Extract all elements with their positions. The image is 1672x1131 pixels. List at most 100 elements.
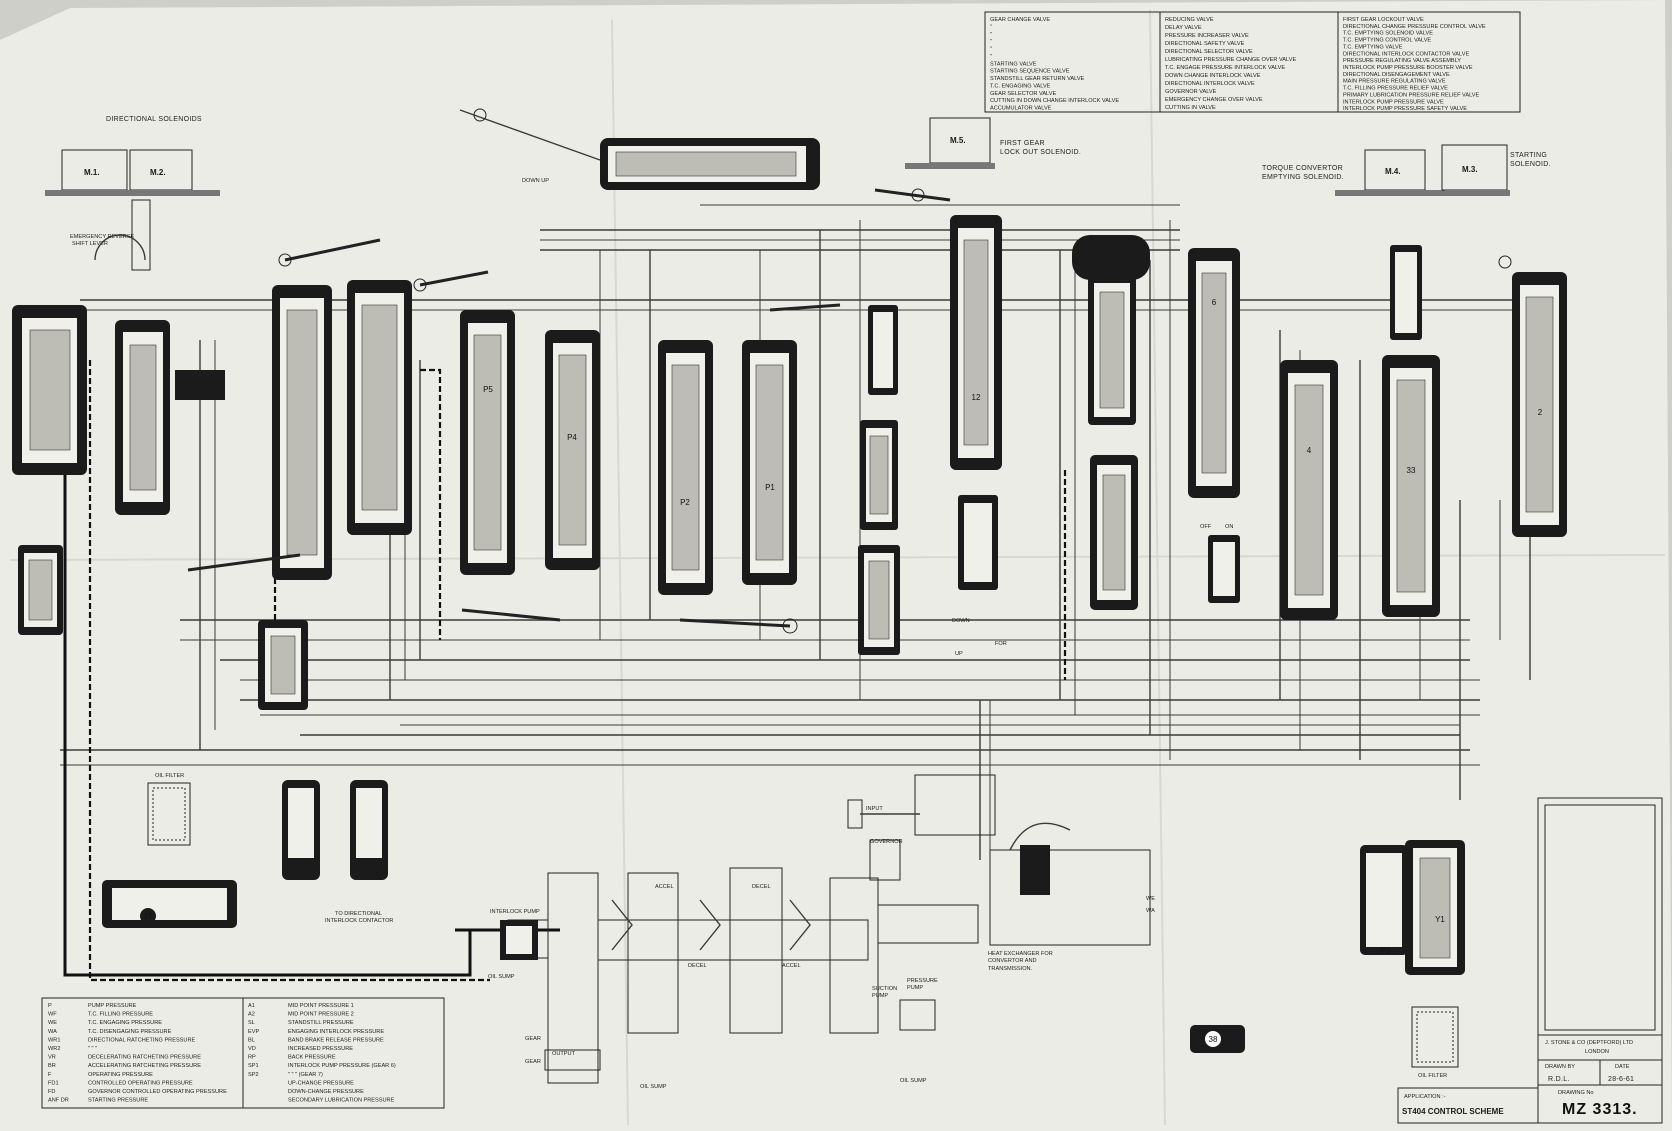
- valve-list-entry: T.C. FILLING PRESSURE RELIEF VALVE: [1343, 86, 1448, 92]
- legend-code: EVP: [248, 1029, 259, 1035]
- heat-exchanger-label-1: HEAT EXCHANGER FOR: [988, 951, 1053, 957]
- valve-number-6: 6: [1212, 298, 1217, 307]
- valve-p3: P3: [1360, 845, 1408, 955]
- suction-pump-label-1: SUCTION: [872, 986, 897, 992]
- decel-label-2: DECEL: [688, 963, 707, 969]
- valve-list-entry: DIRECTIONAL SAFETY VALVE: [1165, 41, 1245, 47]
- valve-number-33: 33: [1407, 466, 1416, 475]
- valve-sl: [1090, 455, 1138, 610]
- valve-list-entry: STARTING SEQUENCE VALVE: [990, 69, 1070, 75]
- legend-code: SP1: [248, 1063, 259, 1069]
- valve-number-12: 12: [972, 393, 981, 402]
- governor-label: GOVERNOR: [870, 839, 903, 845]
- valve-list-entry: GOVERNOR VALVE: [1165, 89, 1217, 95]
- drawn-by-label: DRAWN BY: [1545, 1064, 1575, 1070]
- output-label: OUTPUT: [552, 1051, 576, 1057]
- gear-label-2: GEAR: [525, 1059, 541, 1065]
- to-directional-label-2: INTERLOCK CONTACTOR: [325, 918, 393, 924]
- valve-list-entry: LUBRICATING PRESSURE CHANGE OVER VALVE: [1165, 57, 1296, 63]
- legend-code: WF: [48, 1012, 57, 1018]
- accel-label-2: ACCEL: [782, 963, 801, 969]
- valve-center-a: [868, 305, 898, 395]
- valve-list-entry: DIRECTIONAL CHANGE PRESSURE CONTROL VALV…: [1343, 24, 1486, 30]
- drawn-by-value: R.D.L.: [1548, 1076, 1570, 1083]
- valve-list-entry: PRESSURE INCREASER VALVE: [1165, 33, 1249, 39]
- legend-description: DECELERATING RATCHETING PRESSURE: [88, 1055, 201, 1061]
- valve-number-p4: P4: [567, 433, 577, 442]
- legend-code: FD: [48, 1089, 55, 1095]
- valve-p2: P2: [658, 340, 713, 595]
- first-gear-label: FIRST GEAR: [1000, 140, 1045, 147]
- valve-list-entry: FIRST GEAR LOCKOUT VALVE: [1343, 17, 1424, 23]
- valve-number-y1: Y1: [1435, 915, 1445, 924]
- legend-code: WR2: [48, 1046, 60, 1052]
- date-value: 28-6-61: [1608, 1076, 1634, 1083]
- legend-description: ENGAGING INTERLOCK PRESSURE: [288, 1029, 384, 1035]
- valve-list-entry: DELAY VALVE: [1165, 25, 1202, 31]
- legend-description: INTERLOCK PUMP PRESSURE (GEAR 6): [288, 1063, 396, 1069]
- valve-center-d: [958, 495, 998, 590]
- decel-label-1: DECEL: [752, 884, 771, 890]
- legend-code: ANF DR: [48, 1098, 69, 1104]
- torque-convertor-label: TORQUE CONVERTOR: [1262, 165, 1343, 172]
- lock-out-solenoid-label: LOCK OUT SOLENOID.: [1000, 149, 1081, 156]
- legend-description: MID POINT PRESSURE 2: [288, 1012, 354, 1018]
- legend-description: OPERATING PRESSURE: [88, 1072, 153, 1078]
- first-gear-lockout-solenoid: M.5.: [905, 117, 995, 169]
- legend-code: BL: [248, 1037, 255, 1043]
- valve-list-entry: DIRECTIONAL DISENGAGEMENT VALVE: [1343, 72, 1450, 78]
- valve-list-entry: T.C. EMPTYING SOLENOID VALVE: [1343, 31, 1433, 37]
- accel-label-1: ACCEL: [655, 884, 674, 890]
- legend-code: F: [48, 1072, 52, 1078]
- legend-description: ACCELERATING RATCHETING PRESSURE: [88, 1063, 201, 1069]
- company-name: J. STONE & CO (DEPTFORD) LTD: [1545, 1040, 1633, 1046]
- legend-description: STARTING PRESSURE: [88, 1098, 148, 1104]
- valve-number-38: 38: [1209, 1035, 1218, 1044]
- legend-description: UP-CHANGE PRESSURE: [288, 1080, 354, 1086]
- wa-label: WA: [1146, 908, 1155, 914]
- valve-38: 38: [1190, 1025, 1245, 1053]
- starting-solenoid-label: SOLENOID.: [1510, 161, 1551, 168]
- gearbox: INPUT GOVERNOR OUTPUT ACCEL DECEL DECEL …: [507, 774, 1151, 1084]
- application-value: ST404 CONTROL SCHEME: [1402, 1107, 1504, 1116]
- legend-code: RP: [248, 1055, 256, 1061]
- legend-code: WA: [48, 1029, 57, 1035]
- m4-label: M.4.: [1385, 167, 1401, 176]
- legend-description: INCREASED PRESSURE: [288, 1046, 353, 1052]
- legend-description: " " " (GEAR 7): [288, 1072, 323, 1078]
- valve-list-entry: REDUCING VALVE: [1165, 17, 1214, 23]
- valve-list-entry: CUTTING IN VALVE: [1165, 105, 1216, 111]
- valve-accum-2: [350, 780, 388, 880]
- oil-sump-label-2: OIL SUMP: [640, 1084, 667, 1090]
- valve-left-1: [12, 305, 87, 475]
- oil-sump-label-3: OIL SUMP: [900, 1078, 927, 1084]
- legend-description: MID POINT PRESSURE 1: [288, 1003, 354, 1009]
- oil-filter-right-label: OIL FILTER: [1418, 1073, 1447, 1079]
- valve-list-entry: ACCUMULATOR VALVE: [990, 106, 1052, 112]
- date-label: DATE: [1615, 1064, 1630, 1070]
- suction-pump-label-2: PUMP: [872, 993, 888, 999]
- legend-description: BACK PRESSURE: [288, 1055, 336, 1061]
- emptying-solenoid-label: EMPTYING SOLENOID.: [1262, 174, 1344, 181]
- legend-description: PUMP PRESSURE: [88, 1003, 137, 1009]
- pressure-pump-label-1: PRESSURE: [907, 978, 938, 984]
- legend-code: VR: [48, 1055, 56, 1061]
- legend-code: VD: [248, 1046, 256, 1052]
- valve-list-entry: ": [990, 54, 992, 60]
- company-city: LONDON: [1585, 1049, 1609, 1055]
- title-block: J. STONE & CO (DEPTFORD) LTD LONDON DRAW…: [1397, 797, 1663, 1124]
- valve-list-entry: GEAR CHANGE VALVE: [990, 17, 1050, 23]
- linkages: [187, 188, 1512, 634]
- on-label: ON: [1225, 524, 1233, 530]
- valve-33: 33: [1382, 355, 1440, 617]
- valve-y1: Y1: [1405, 840, 1465, 975]
- valve-list-entry: DIRECTIONAL INTERLOCK CONTACTOR VALVE: [1343, 51, 1469, 57]
- valve-left-3: [175, 370, 225, 400]
- legend-description: T.C. ENGAGING PRESSURE: [88, 1020, 162, 1026]
- valve-number-p1: P1: [765, 483, 775, 492]
- to-directional-label-1: TO DIRECTIONAL: [335, 911, 382, 917]
- oil-sump-label-1: OIL SUMP: [488, 974, 515, 980]
